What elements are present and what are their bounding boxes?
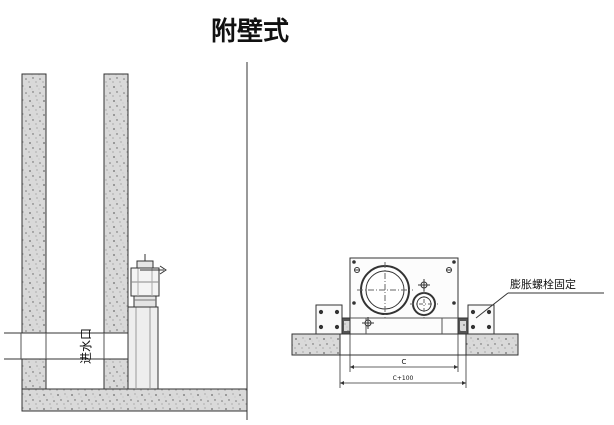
wall-opening-left <box>21 333 47 359</box>
anchor-bolt-label: 膨胀螺栓固定 <box>510 277 576 291</box>
pit <box>339 333 467 356</box>
mount-bracket-right <box>457 304 495 335</box>
anchor-bolt-callout <box>475 292 604 319</box>
crosshair-mark <box>362 317 374 329</box>
mount-bracket-left <box>315 304 353 335</box>
floor-slab <box>21 388 248 412</box>
pump-neck <box>133 295 157 308</box>
pump-unit-side <box>127 254 167 390</box>
crosshair-mark <box>418 279 430 291</box>
dim-c100-label: C+100 <box>393 375 414 382</box>
pump-cap <box>136 260 154 269</box>
wall-section-view <box>4 62 248 420</box>
dim-c-label: C <box>402 358 407 366</box>
pump-base <box>127 306 159 390</box>
dimension-lines <box>339 334 467 388</box>
inlet-label: 进水口 <box>79 328 93 364</box>
front-view <box>291 333 519 356</box>
wall-opening-right <box>103 333 129 359</box>
page-title: 附壁式 <box>211 16 289 47</box>
pump-body-front <box>349 257 459 335</box>
